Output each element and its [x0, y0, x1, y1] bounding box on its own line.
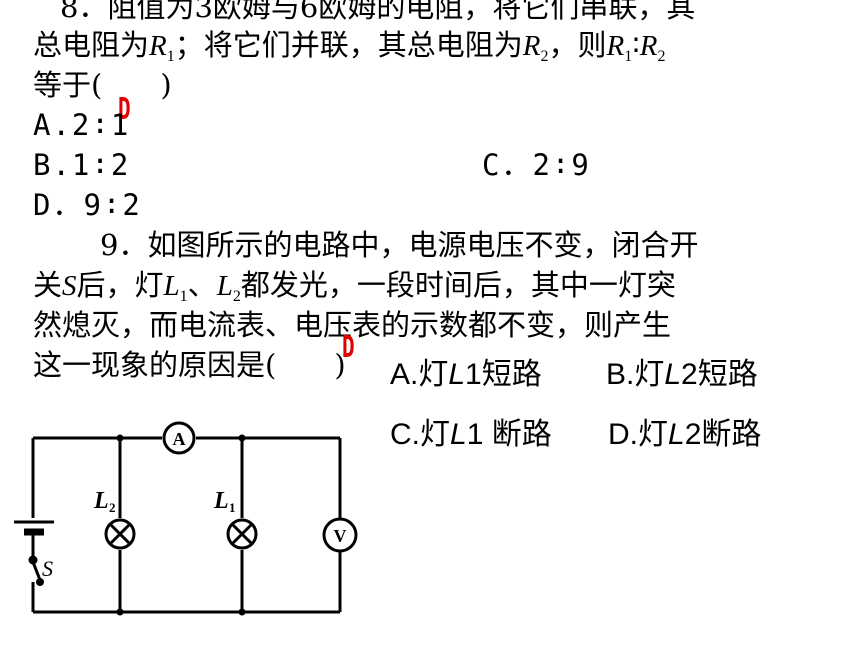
q8-text: ；将它们并联，其总电阻为 — [174, 28, 523, 62]
symbol-s: S — [62, 270, 77, 302]
option-text: 2断路 — [684, 418, 762, 451]
q8-option-a: A.2∶1 — [33, 108, 131, 142]
q8-option-d: D．9∶2 — [33, 188, 142, 222]
ratio-sign: ∶ — [632, 28, 640, 62]
ammeter-label: A — [173, 429, 186, 449]
lamp-l2-symbol — [104, 518, 136, 550]
q9-option-d: D.灯L2断路 — [608, 416, 761, 454]
option-text: D.灯 — [608, 418, 668, 451]
junction-dots — [116, 434, 246, 616]
q9-text: 后，灯 — [76, 268, 164, 302]
q9-answer-mark: D — [342, 330, 355, 365]
q8-answer-mark: D — [118, 92, 131, 127]
q8-line-1: 8．阻值为3欧姆与6欧姆的电阻，将它们串联，其 — [60, 0, 695, 26]
option-text: C.灯 — [390, 418, 450, 451]
q9-option-a: A.灯L1短路 — [390, 356, 542, 394]
symbol-r: R — [149, 30, 167, 62]
lamp-l1-label: L — [213, 488, 229, 514]
symbol-r: R — [639, 30, 658, 62]
option-text: 1 断路 — [466, 418, 552, 451]
q9-line-3: 然熄灭，而电流表、电压表的示数都不变，则产生 — [33, 308, 672, 342]
symbol-l: L — [448, 358, 466, 391]
option-text: B.灯 — [606, 358, 665, 391]
q8-text: ，则 — [548, 28, 607, 62]
switch-symbol — [28, 534, 44, 586]
q8-option-b: B.1∶2 — [33, 148, 131, 182]
symbol-r: R — [522, 30, 541, 62]
q8-option-c: C．2∶9 — [482, 148, 591, 182]
battery-symbol — [14, 520, 54, 536]
option-text: 2短路 — [681, 358, 758, 391]
q9-line-1: 9．如图所示的电路中，电源电压不变，闭合开 — [100, 228, 699, 262]
q8-line-2: 总电阻为R1；将它们并联，其总电阻为R2，则R1∶R2 — [33, 26, 665, 76]
q9-option-b: B.灯L2短路 — [606, 356, 758, 394]
switch-label: S — [42, 556, 53, 581]
lamp-l1-subscript: 1 — [229, 500, 236, 515]
subscript: 2 — [232, 288, 241, 305]
voltmeter-label: V — [334, 526, 347, 546]
lamp-l2-subscript: 2 — [109, 500, 116, 515]
option-text: A.灯 — [390, 358, 449, 391]
option-text: 1短路 — [465, 358, 542, 391]
q9-text: 都发光，一段时间后，其中一灯突 — [240, 268, 676, 302]
symbol-r: R — [606, 30, 625, 62]
q9-option-c: C.灯L1 断路 — [390, 416, 552, 454]
q8-stem-text: 8．阻值为3欧姆与6欧姆的电阻，将它们串联，其 — [60, 0, 696, 24]
subscript: 1 — [166, 48, 175, 65]
q8-line-3: 等于( ) — [33, 68, 172, 102]
subscript: 1 — [179, 288, 188, 305]
lamp-l2-label: L — [93, 488, 109, 514]
symbol-l: L — [216, 270, 233, 302]
ammeter-symbol: A — [162, 421, 196, 455]
q8-text: 总电阻为 — [33, 28, 150, 62]
voltmeter-symbol: V — [322, 517, 358, 553]
subscript: 2 — [540, 48, 549, 65]
symbol-l: L — [450, 418, 467, 451]
symbol-l: L — [668, 418, 685, 451]
q9-line-2: 关S后，灯L1、L2都发光，一段时间后，其中一灯突 — [33, 266, 676, 316]
lamp-l1-symbol — [226, 518, 258, 550]
q9-text: 、 — [187, 268, 217, 302]
circuit-wires — [31, 436, 342, 614]
subscript: 2 — [657, 48, 666, 65]
symbol-l: L — [664, 358, 682, 391]
symbol-l: L — [163, 270, 180, 302]
subscript: 1 — [624, 48, 633, 65]
q9-text: 关 — [33, 268, 63, 302]
q9-line-4: 这一现象的原因是( ) — [33, 348, 346, 382]
